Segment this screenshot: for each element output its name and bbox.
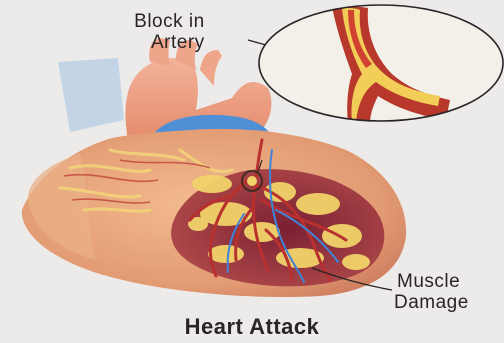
callout-muscle-damage: Muscle Damage [394, 271, 469, 313]
callout-block-line2: Artery [151, 32, 205, 53]
artery-inset [259, 5, 503, 124]
pulmonary-vessel-left [58, 58, 124, 132]
callout-damage-line1: Muscle [397, 271, 469, 292]
blockage-plaque [247, 176, 257, 186]
figure-caption: Heart Attack [0, 314, 504, 340]
aortic-branch-3 [200, 50, 222, 86]
callout-block-line1: Block in [132, 11, 205, 32]
callout-damage-line2: Damage [394, 292, 469, 313]
callout-block-in-artery: Block in Artery [132, 11, 205, 53]
